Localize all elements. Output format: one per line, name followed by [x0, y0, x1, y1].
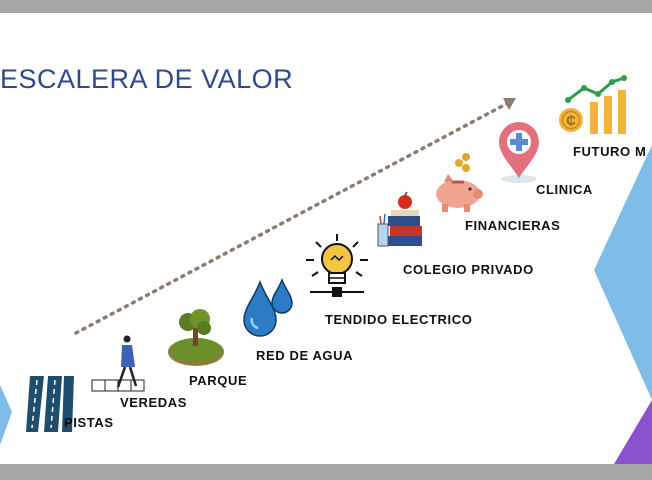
step-label-pistas: PISTAS: [64, 415, 114, 430]
progress-arrow-line: [74, 101, 510, 335]
bottom-frame-bar: [0, 464, 652, 480]
tree-park-icon: [168, 309, 224, 366]
step-label-veredas: VEREDAS: [120, 395, 188, 410]
bottom-right-purple-triangle: [614, 400, 652, 464]
right-blue-shape: [594, 145, 652, 400]
step-label-tendido-electrico: TENDIDO ELECTRICO: [325, 312, 473, 327]
medical-pin-icon: [499, 122, 539, 183]
step-label-red-de-agua: RED DE AGUA: [256, 348, 354, 363]
step-label-clinica: CLINICA: [536, 182, 593, 197]
step-label-colegio-privado: COLEGIO PRIVADO: [403, 262, 534, 277]
svg-text:₵: ₵: [566, 113, 576, 128]
top-frame-bar: [0, 0, 652, 13]
step-label-futuro: FUTURO M: [573, 144, 647, 159]
books-apple-icon: [377, 191, 422, 247]
left-blue-triangle: [0, 385, 12, 445]
page-title: ESCALERA DE VALOR: [0, 64, 294, 94]
water-drops-icon: [243, 277, 293, 337]
road-icon: [26, 376, 74, 432]
growth-chart-coin-icon: ₵: [559, 75, 627, 134]
progress-arrow-head: [503, 98, 516, 110]
pedestrian-crosswalk-icon: [91, 335, 145, 392]
step-label-parque: PARQUE: [189, 373, 248, 388]
lightbulb-icon: [306, 234, 368, 297]
piggy-bank-icon: [436, 153, 483, 212]
step-label-financieras: FINANCIERAS: [465, 218, 561, 233]
